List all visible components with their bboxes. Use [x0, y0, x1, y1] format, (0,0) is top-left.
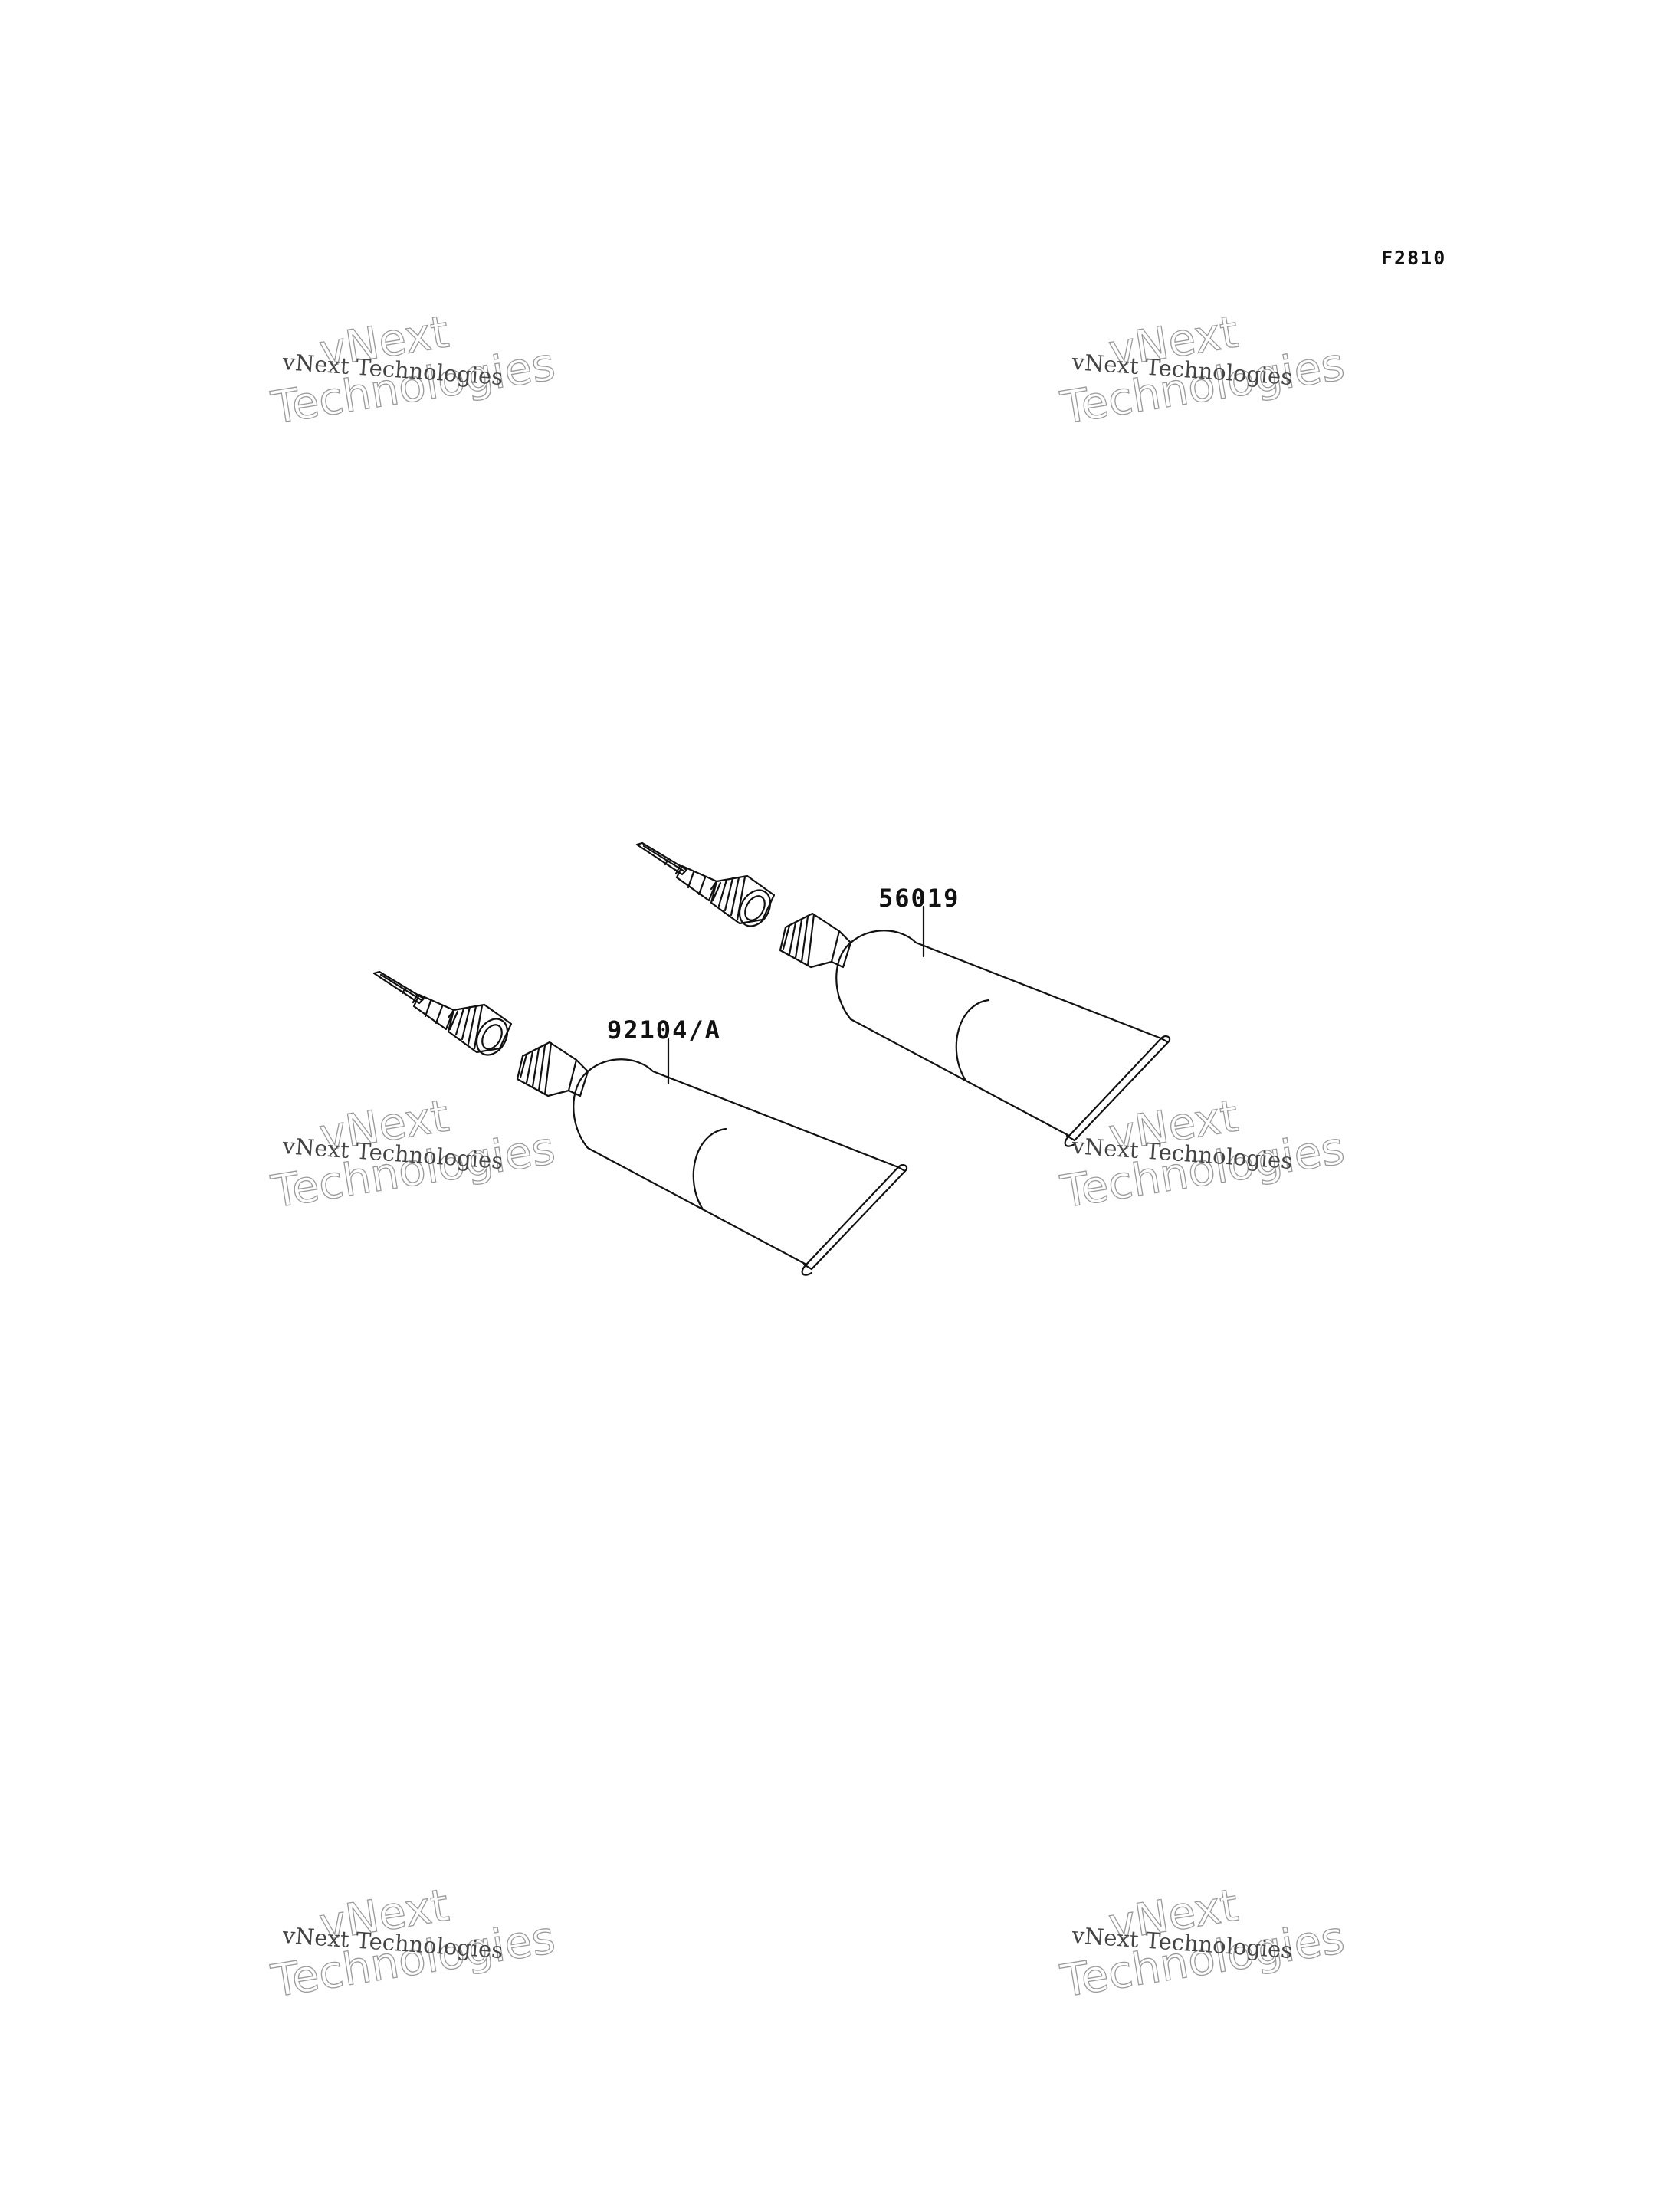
nozzle-lower [372, 970, 455, 1031]
part-callout-56019: 56019 [878, 884, 960, 913]
tube-assembly-lower [372, 970, 908, 1276]
cap-upper [710, 874, 776, 927]
nozzle-upper [635, 841, 718, 902]
tube-neck-lower [516, 1041, 589, 1097]
tube-neck-upper [779, 912, 852, 969]
tube-body-lower [573, 1058, 908, 1276]
figure-code: F2810 [1381, 247, 1447, 269]
tube-assembly-upper [635, 841, 1171, 1147]
part-callout-92104a: 92104/A [607, 1015, 721, 1045]
tube-body-upper [835, 930, 1171, 1147]
cap-lower [447, 1003, 513, 1056]
